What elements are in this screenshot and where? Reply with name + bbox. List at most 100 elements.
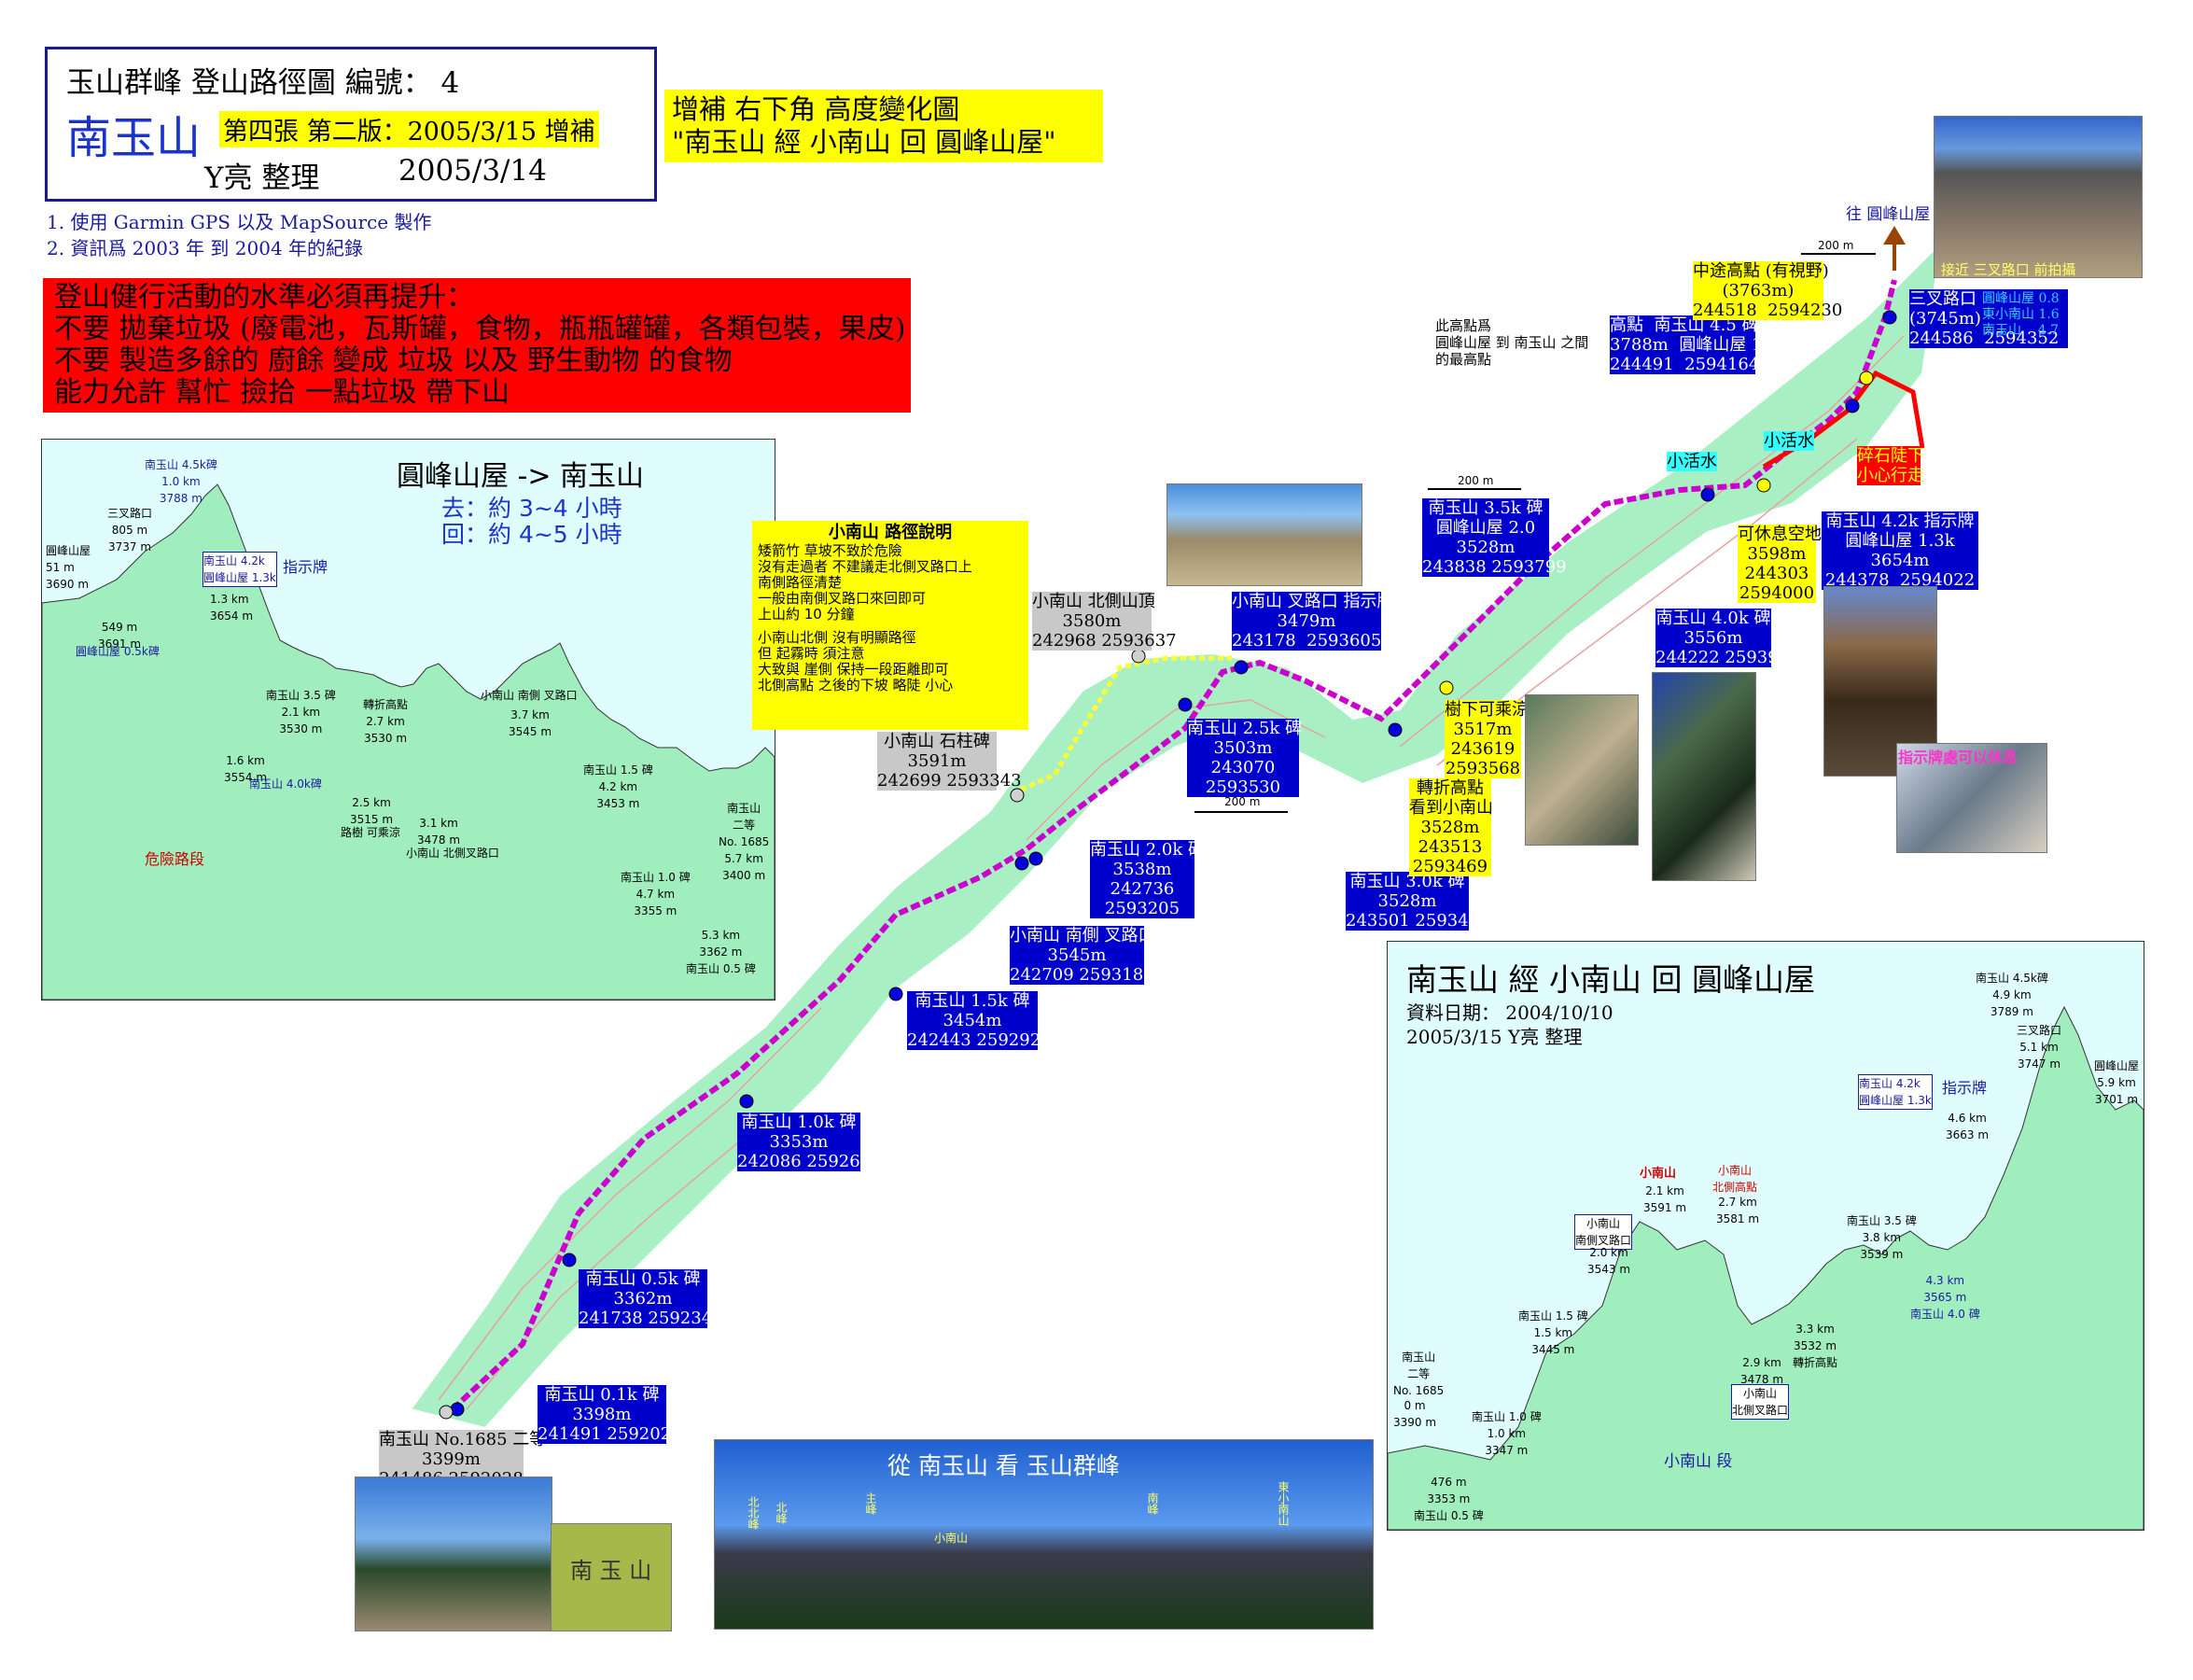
photo-caption-near-junction: 接近 三叉路口 前拍攝: [1941, 261, 2076, 278]
profile-2-title: 南玉山 經 小南山 回 圓峰山屋: [1406, 961, 1815, 998]
peak-name: 南玉山: [66, 112, 202, 164]
p2-label-5: 指示牌: [1942, 1079, 1988, 1097]
panorama-title: 從 南玉山 看 玉山群峰: [887, 1452, 1120, 1479]
xiaonanshan-note: 小南山 路徑說明 矮箭竹 草坡不致於危險 沒有走過者 不建議走北側叉路口上 南側…: [752, 521, 1028, 730]
note-1: 1. 使用 Garmin GPS 以及 MapSource 製作: [47, 211, 432, 233]
p2-label-8: 2.1 km 3591 m: [1643, 1184, 1687, 1214]
marker-xiaonan-north-peak: 小南山 北側山頂 3580m 242968 2593637: [1032, 592, 1177, 651]
scale-label-2: 200 m: [1224, 795, 1261, 808]
marker-2-0k: 南玉山 2.0k 碑 3538m 242736 2593205: [1090, 840, 1205, 918]
p2-label-13: 南玉山 3.5 碑 3.8 km 3539 m: [1847, 1214, 1917, 1261]
xiaonanshan-note-line: 小南山北側 沒有明顯路徑: [758, 629, 916, 646]
marker-0-1k: 南玉山 0.1k 碑 3398m 241491 2592026: [538, 1385, 682, 1444]
xiaonanshan-note-line: 北側高點 之後的下坡 略陡 小心: [758, 677, 954, 693]
marker-north-junction-sign: 小南山 叉路口 指示牌 3479m 243178 2593605: [1232, 592, 1394, 651]
main-trail: [450, 279, 1897, 1412]
warning-line-1: 登山健行活動的水準必須再提升：: [54, 281, 474, 314]
photo-4-0k: [1652, 672, 1756, 881]
p2-label-11: 小南山 南側叉路口: [1574, 1214, 1633, 1250]
p1-label-5: 指示牌: [283, 558, 328, 576]
profile-1-go-time: 去：約 3~4 小時: [441, 495, 622, 522]
supplement-line-2: "南玉山 經 小南山 回 圓峰山屋": [672, 126, 1056, 158]
marker-2-5k: 南玉山 2.5k 碑 3503m 243070 2593530: [1187, 719, 1302, 797]
panorama-label-5: 南峰: [1146, 1492, 1159, 1515]
elevation-profile-1: 圓峰山屋 -> 南玉山 去：約 3~4 小時 回：約 4~5 小時 危險路段 南…: [41, 439, 775, 1001]
marker-three-way-junction: 三叉路口 (3745m) 244586 2594352: [1909, 289, 2068, 348]
marker-xiaonan-stone: 小南山 石柱碑 3591m 242699 2593343: [877, 732, 1022, 791]
map-land: [409, 240, 1943, 1430]
p2-label-15: 南玉山 1.5 碑 1.5 km 3445 m: [1518, 1309, 1588, 1356]
marker-turning-highpoint: 轉折高點 看到小南山 3528m 243513 2593469: [1409, 778, 1493, 876]
marker-1-0k: 南玉山 1.0k 碑 3353m 242086 2592696: [737, 1113, 882, 1171]
summit-stone-text: 南 玉 山: [570, 1558, 652, 1584]
elevation-profile-2: 南玉山 經 小南山 回 圓峰山屋 資料日期： 2004/10/10 2005/3…: [1387, 941, 2144, 1531]
p1-label-22: 5.3 km 3362 m 南玉山 0.5 碑: [686, 929, 756, 975]
marker-highpoint-4-5k: 高點 南玉山 4.5 碑 3788m 圓峰山屋 1.0 244491 25941…: [1610, 315, 1779, 374]
marker-midway-highpoint: 中途高點 (有視野) (3763m) 244518 2594230: [1693, 261, 1843, 320]
p2-label-14: 4.3 km 3565 m 南玉山 4.0 碑: [1910, 1274, 1980, 1321]
p1-label-18: 小南山 北側叉路口: [406, 847, 499, 860]
p2-label-3: 圓峰山屋 5.9 km 3701 m: [2094, 1059, 2140, 1106]
p1-label-9: 南玉山 3.5 碑 2.1 km 3530 m: [266, 689, 336, 735]
photo-summit-stone: 南 玉 山: [551, 1523, 672, 1631]
profile-1-title: 圓峰山屋 -> 南玉山: [397, 460, 645, 493]
photo-rest-sign: [1896, 743, 2047, 853]
xiaonanshan-note-line: 南側路徑清楚: [758, 574, 843, 591]
p1-label-8: 圓峰山屋 0.5k碑: [76, 645, 160, 658]
marker-highest-note: 此高點爲 圓峰山屋 到 南玉山 之間 的最高點: [1435, 317, 1589, 368]
p1-label-17: 3.1 km 3478 m: [417, 817, 461, 847]
marker-0-5k: 南玉山 0.5k 碑 3362m 241738 2592345: [579, 1269, 723, 1328]
p1-label-14: 南玉山 4.0k碑: [249, 777, 322, 791]
photo-caption-rest: 指示牌處可以休息: [1898, 749, 2018, 766]
p1-label-11: 小南山 南側 叉路口: [481, 689, 578, 702]
profile-2-author: 2005/3/15 Y亮 整理: [1406, 1026, 1583, 1048]
p1-label-12: 3.7 km 3545 m: [509, 708, 552, 738]
p2-label-9: 小南山 北側高點: [1712, 1164, 1758, 1194]
marker-4-2k-sign: 南玉山 4.2k 指示牌 圓峰山屋 1.3k 3654m 244378 2594…: [1822, 511, 1978, 590]
xiaonanshan-section-label: 小南山 段: [1664, 1452, 1733, 1471]
p2-label-10: 2.7 km 3581 m: [1716, 1196, 1760, 1225]
p2-label-21: 南玉山 1.0 碑 1.0 km 3347 m: [1472, 1410, 1542, 1457]
profile-1-graph: [42, 483, 775, 1000]
xiaonanshan-path: [1011, 655, 1232, 796]
panorama-label-4: 小南山: [934, 1532, 969, 1545]
photo-summit: [355, 1477, 552, 1631]
p2-label-4: 南玉山 4.2k 圓峰山屋 1.3k: [1858, 1074, 1933, 1110]
xiaonanshan-note-line: 一般由南側叉路口來回即可: [758, 590, 927, 607]
p1-label-3: 圓峰山屋 51 m 3690 m: [46, 544, 91, 591]
marker-junction-distances: 圓峰山屋 0.8 東小南山 1.6 南玉山 4.7: [1982, 291, 2060, 338]
xiaonanshan-note-line: 但 起霧時 須注意: [758, 645, 865, 662]
xiaonanshan-note-line: 上山約 10 分鐘: [758, 606, 855, 623]
supplement-line-1: 增補 右下角 高度變化圖: [672, 93, 960, 125]
p2-label-6: 4.6 km 3663 m: [1946, 1112, 1990, 1141]
p1-label-7: 549 m 3691 m: [98, 621, 142, 651]
marker-tree-shade: 樹下可乘涼 3517m 243619 2593568: [1445, 700, 1529, 778]
marker-4-0k: 南玉山 4.0k 碑 3556m 244222 2593968: [1655, 609, 1800, 667]
date-label: 2005/3/14: [398, 154, 547, 188]
marker-3-5k: 南玉山 3.5k 碑 圓峰山屋 2.0 3528m 243838 2593799: [1422, 498, 1567, 577]
profile-2-graph: [1388, 1005, 2144, 1530]
supplement-note: 增補 右下角 高度變化圖 "南玉山 經 小南山 回 圓峰山屋": [664, 90, 1103, 162]
p1-label-13: 1.6 km 3554 m: [224, 754, 268, 784]
profile-1-back-time: 回：約 4~5 小時: [441, 521, 622, 548]
p2-label-7: 小南山: [1640, 1167, 1677, 1181]
p2-label-17: 2.9 km 3478 m: [1740, 1356, 1784, 1386]
p2-label-16: 3.3 km 3532 m 轉折高點: [1793, 1323, 1838, 1369]
panorama-label-2: 北峰: [775, 1502, 788, 1524]
panorama-label-3: 主峰: [864, 1492, 877, 1515]
scale-label-4: 200 m: [1818, 239, 1854, 252]
p1-label-15: 2.5 km 3515 m: [350, 796, 394, 826]
xiaonanshan-note-line: 矮箭竹 草坡不致於危險: [758, 542, 902, 559]
marker-3-0k: 南玉山 3.0k 碑 3528m 243501 2593476: [1346, 872, 1490, 931]
edition-label: 第四張 第二版：2005/3/15 增補: [219, 111, 599, 147]
p2-label-19: 南玉山 二等 No. 1685: [1393, 1351, 1445, 1397]
scale-label-3: 200 m: [1458, 474, 1494, 487]
marker-rest-area: 可休息空地 3598m 244303 2594000: [1738, 525, 1822, 603]
marker-scree-warning: 碎石陡下 小心行走: [1857, 446, 1924, 485]
photo-near-junction: [1934, 116, 2143, 278]
panorama-photo: 從 南玉山 看 玉山群峰 北北峰 北峰 主峰 小南山 南峰 東小南山: [714, 1439, 1374, 1630]
author-label: Y亮 整理: [204, 161, 320, 195]
marker-south-junction: 小南山 南側 叉路口 3545m 242709 2593186: [1010, 926, 1155, 985]
p2-label-2: 三叉路口 5.1 km 3747 m: [2017, 1024, 2062, 1071]
